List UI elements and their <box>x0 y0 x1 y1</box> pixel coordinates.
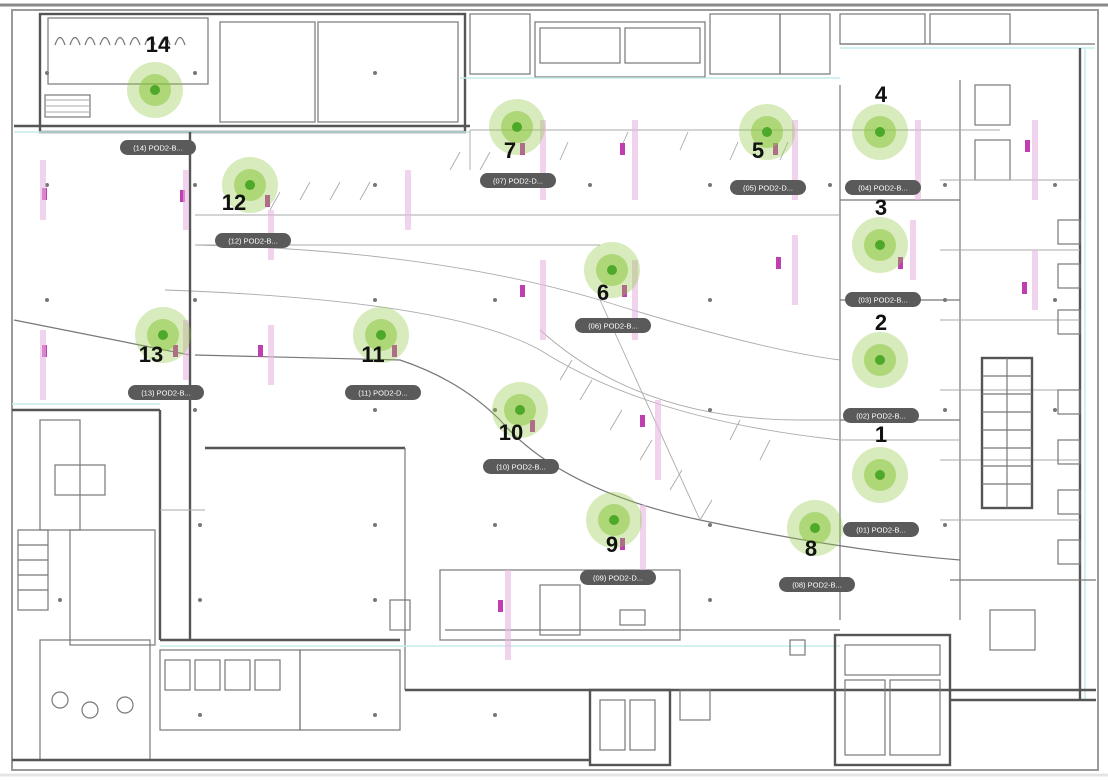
ap-number-label: 3 <box>875 195 887 220</box>
ap-tag[interactable] <box>128 385 204 400</box>
ap-tag-label: (01) POD2-B... <box>856 526 906 535</box>
ap-tag-label: (06) POD2-B... <box>588 322 638 331</box>
ap-tag-label: (11) POD2-D... <box>358 389 407 398</box>
ap-tag[interactable] <box>345 385 421 400</box>
ap-tag-label: (10) POD2-B... <box>496 463 546 472</box>
ap-tag-label: (13) POD2-B... <box>141 389 191 398</box>
ap-number-label: 12 <box>222 190 246 215</box>
ap-tag[interactable] <box>580 570 656 585</box>
access-point-6[interactable]: (06) POD2-B... 6 <box>575 242 651 333</box>
ap-number-label: 5 <box>752 138 764 163</box>
access-point-icon[interactable] <box>875 240 885 250</box>
ap-tag-label: (05) POD2-D... <box>743 184 793 193</box>
access-point-13[interactable]: (13) POD2-B... 13 <box>128 307 204 400</box>
access-point-icon[interactable] <box>150 85 160 95</box>
structural-columns <box>45 71 1057 717</box>
access-point-icon[interactable] <box>875 470 885 480</box>
access-point-icon[interactable] <box>810 523 820 533</box>
access-point-icon[interactable] <box>762 127 772 137</box>
ap-tag[interactable] <box>215 233 291 248</box>
ap-tag-label: (03) POD2-B... <box>858 296 908 305</box>
access-point-icon[interactable] <box>609 515 619 525</box>
access-point-5[interactable]: (05) POD2-D... 5 <box>730 104 806 195</box>
ap-number-label: 1 <box>875 422 887 447</box>
ap-tag[interactable] <box>120 140 196 155</box>
ap-tag[interactable] <box>843 522 919 537</box>
access-points-layer: (14) POD2-B...14(07) POD2-D...7(05) POD2… <box>120 32 921 592</box>
ap-tag[interactable] <box>845 180 921 195</box>
access-point-3[interactable]: (03) POD2-B... 3 <box>845 195 921 307</box>
ap-tag[interactable] <box>779 577 855 592</box>
access-point-7[interactable]: (07) POD2-D... 7 <box>480 99 556 188</box>
ap-tag-label: (09) POD2-D... <box>593 574 643 583</box>
ap-number-label: 6 <box>597 280 609 305</box>
access-point-icon[interactable] <box>376 330 386 340</box>
ap-tag[interactable] <box>483 459 559 474</box>
access-point-4[interactable]: (04) POD2-B... 4 <box>845 82 921 195</box>
ap-number-label: 9 <box>606 532 618 557</box>
access-point-2[interactable]: (02) POD2-B... 2 <box>843 310 919 423</box>
ap-tag-label: (07) POD2-D... <box>493 177 543 186</box>
ap-tag-label: (02) POD2-B... <box>856 412 906 421</box>
access-point-1[interactable]: (01) POD2-B... 1 <box>843 422 919 537</box>
ap-tag[interactable] <box>843 408 919 423</box>
ap-tag[interactable] <box>730 180 806 195</box>
access-point-icon[interactable] <box>515 405 525 415</box>
ap-tag[interactable] <box>575 318 651 333</box>
ap-tag[interactable] <box>480 173 556 188</box>
ap-number-label: 13 <box>139 342 163 367</box>
access-point-11[interactable]: (11) POD2-D... 11 <box>345 307 421 400</box>
access-point-icon[interactable] <box>875 127 885 137</box>
access-point-9[interactable]: (09) POD2-D... 9 <box>580 492 656 585</box>
ap-tag-label: (04) POD2-B... <box>858 184 908 193</box>
access-point-icon[interactable] <box>245 180 255 190</box>
access-point-14[interactable]: (14) POD2-B... 14 <box>120 32 196 155</box>
ap-tag-label: (08) POD2-B... <box>792 581 842 590</box>
access-point-8[interactable]: (08) POD2-B... 8 <box>779 500 855 592</box>
ap-number-label: 7 <box>504 138 516 163</box>
access-point-icon[interactable] <box>607 265 617 275</box>
access-point-icon[interactable] <box>512 122 522 132</box>
ap-number-label: 8 <box>805 536 817 561</box>
ap-tag-label: (14) POD2-B... <box>133 144 183 153</box>
ap-number-label: 4 <box>875 82 888 107</box>
ap-number-label: 11 <box>361 342 384 367</box>
access-point-icon[interactable] <box>158 330 168 340</box>
access-point-icon[interactable] <box>875 355 885 365</box>
building-walls <box>12 12 1096 767</box>
ap-number-label: 2 <box>875 310 887 335</box>
access-point-10[interactable]: (10) POD2-B... 10 <box>483 382 559 474</box>
ap-number-label: 14 <box>146 32 171 57</box>
access-point-12[interactable]: (12) POD2-B... 12 <box>215 157 291 248</box>
ap-tag-label: (12) POD2-B... <box>228 237 278 246</box>
ap-tag[interactable] <box>845 292 921 307</box>
map-frame <box>11 9 1099 771</box>
ap-number-label: 10 <box>499 420 523 445</box>
dimension-annotations <box>40 120 1038 660</box>
